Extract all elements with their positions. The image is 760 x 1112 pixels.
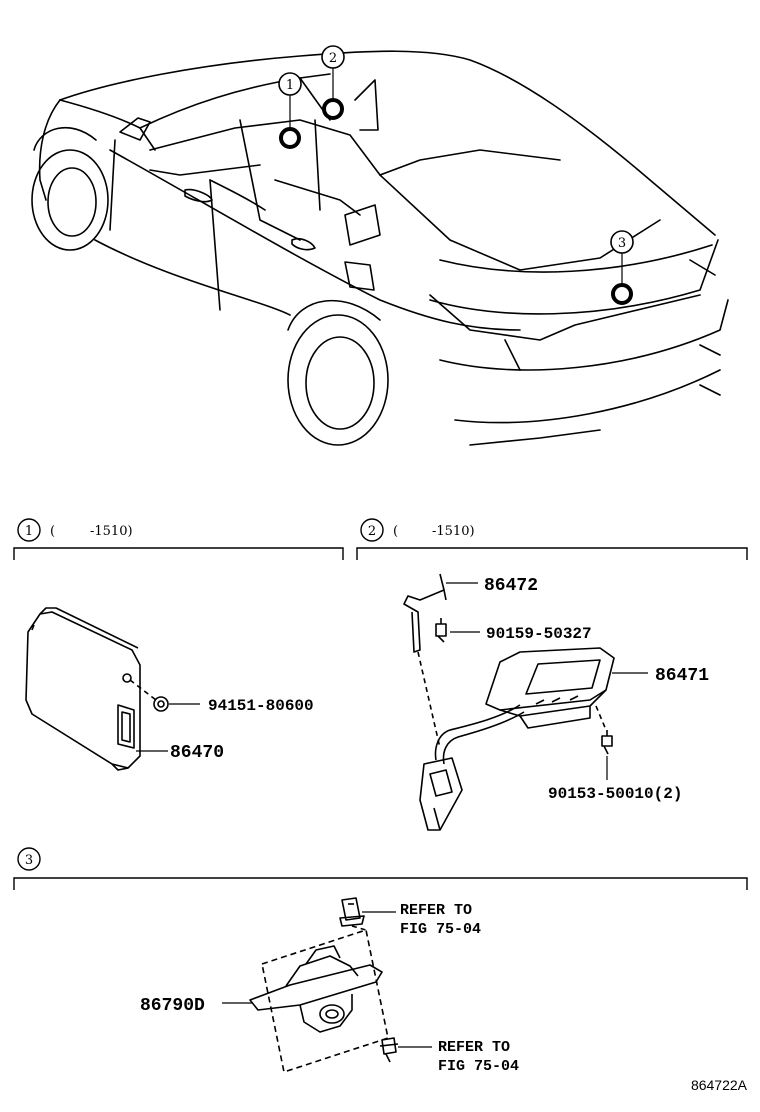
- section-2-badge: [360, 518, 384, 542]
- part-86472-bracket[interactable]: [403, 573, 447, 653]
- callout-2-label: 2: [329, 51, 337, 66]
- callout-3-circle[interactable]: [610, 230, 634, 254]
- section-3-bracket: [13, 877, 748, 890]
- lower-screw-fastener[interactable]: [379, 1037, 399, 1063]
- section-3-badge: [17, 847, 41, 871]
- section-2-open-paren: (: [393, 524, 398, 539]
- section-1-range: -1510): [90, 524, 133, 539]
- location-3-marker: [611, 283, 633, 305]
- part-number-86790d: 86790D: [140, 996, 205, 1016]
- part-number-86470: 86470: [170, 743, 224, 763]
- lower-refer-line1: REFER TO: [438, 1039, 510, 1056]
- section-3-number: 3: [25, 853, 33, 868]
- part-number-86471: 86471: [655, 666, 709, 686]
- section-2-number: 2: [368, 524, 376, 539]
- location-1-marker: [279, 127, 301, 149]
- callout-1-circle[interactable]: [278, 72, 302, 96]
- part-number-94151-80600: 94151-80600: [208, 697, 314, 715]
- section-1-open-paren: (: [50, 524, 55, 539]
- part-86790d-camera[interactable]: [249, 945, 383, 1033]
- car-overview-illustration: [31, 50, 729, 446]
- section-1-badge: [17, 518, 41, 542]
- diagram-id: 864722A: [691, 1077, 748, 1093]
- upper-clip-fastener[interactable]: [339, 897, 365, 927]
- part-86471-high-mount-stop-lamp[interactable]: [485, 647, 615, 729]
- section-2-range: -1510): [432, 524, 475, 539]
- lower-refer-line2[interactable]: FIG 75-04: [438, 1058, 519, 1075]
- callout-1-label: 1: [286, 78, 294, 93]
- upper-refer-line1: REFER TO: [400, 902, 472, 919]
- part-94151-80600-nut[interactable]: [153, 696, 169, 712]
- part-number-90159-50327: 90159-50327: [486, 625, 592, 643]
- location-2-marker: [322, 98, 344, 120]
- section-2-bracket: [356, 547, 748, 560]
- part-number-90153-50010: 90153-50010(2): [548, 785, 682, 803]
- harness-connector[interactable]: [419, 757, 463, 831]
- section-1-bracket: [13, 547, 344, 560]
- part-86470-illustration[interactable]: [25, 607, 141, 771]
- part-90153-50010-screw[interactable]: [601, 730, 613, 755]
- callout-3-label: 3: [618, 236, 626, 251]
- section-1-number: 1: [25, 524, 33, 539]
- part-number-86472: 86472: [484, 576, 538, 596]
- callout-2-circle[interactable]: [321, 45, 345, 69]
- upper-refer-line2[interactable]: FIG 75-04: [400, 921, 481, 938]
- part-90159-50327-screw[interactable]: [435, 618, 447, 643]
